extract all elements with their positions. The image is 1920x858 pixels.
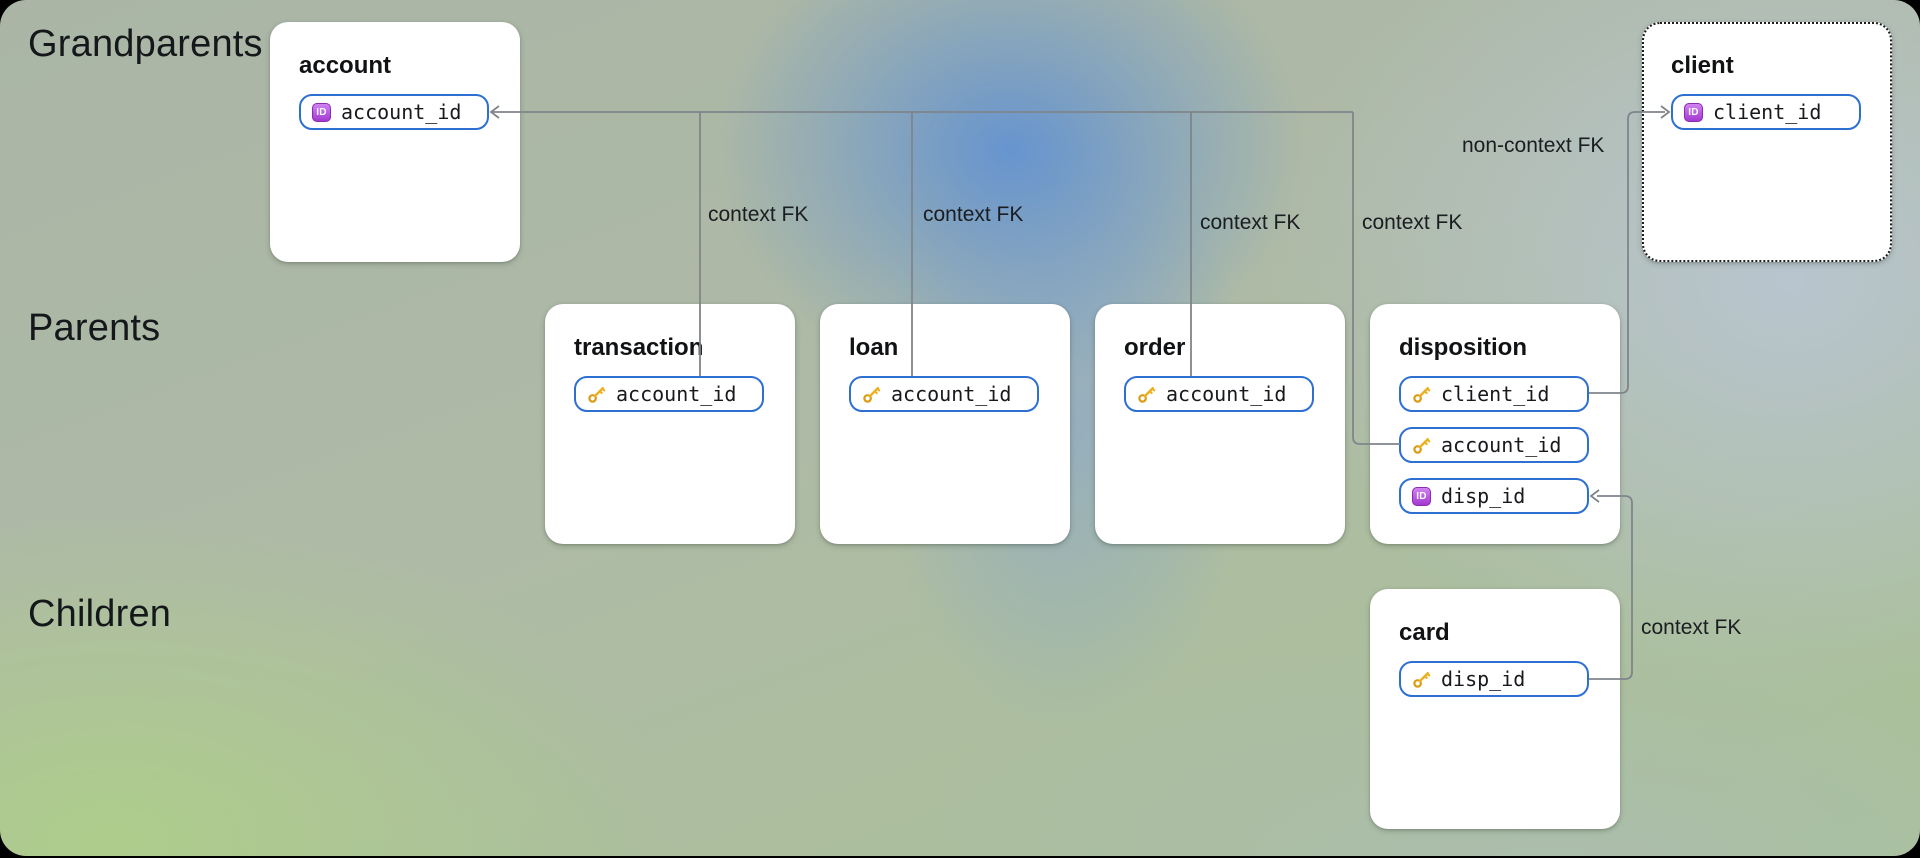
edge-label-context-fk-order: context FK [1200, 211, 1301, 234]
id-badge-icon: ID [1684, 102, 1703, 122]
edge-label-context-fk-loan: context FK [923, 203, 1024, 226]
field-name: account_id [616, 382, 737, 406]
table-title: disposition [1399, 334, 1527, 361]
id-badge-icon: ID [1412, 486, 1431, 506]
key-icon [1413, 437, 1431, 454]
key-icon [1413, 386, 1431, 403]
field-pill-account-id: account_id [1124, 376, 1314, 412]
field-name: disp_id [1441, 484, 1526, 508]
field-pill-disp-id: disp_id [1399, 661, 1589, 697]
table-title: transaction [574, 334, 704, 361]
field-name: client_id [1713, 100, 1822, 124]
field-pill-account-id: ID account_id [299, 94, 489, 130]
field-pill-client-id: client_id [1399, 376, 1589, 412]
table-title: loan [849, 334, 899, 361]
row-label-grandparents: Grandparents [28, 23, 263, 65]
edge-label-context-fk-disposition: context FK [1362, 211, 1463, 234]
field-name: account_id [341, 100, 462, 124]
row-label-parents: Parents [28, 307, 161, 349]
field-pill-client-id: ID client_id [1671, 94, 1861, 130]
key-icon [1138, 386, 1156, 403]
table-title: order [1124, 334, 1186, 361]
table-card-loan: loan account_id [820, 304, 1070, 544]
field-name: account_id [891, 382, 1012, 406]
edge-label-non-context-fk: non-context FK [1462, 134, 1605, 157]
table-card-account: account ID account_id [270, 22, 520, 262]
table-card-disposition: disposition client_id account_id ID disp… [1370, 304, 1620, 544]
key-icon [1413, 671, 1431, 688]
table-card-client: client ID client_id [1642, 22, 1892, 262]
field-name: account_id [1441, 433, 1562, 457]
field-name: disp_id [1441, 667, 1526, 691]
table-title: account [299, 52, 392, 79]
row-label-children: Children [28, 593, 172, 635]
field-pill-account-id: account_id [574, 376, 764, 412]
field-pill-account-id: account_id [1399, 427, 1589, 463]
table-title: card [1399, 619, 1450, 646]
field-name: client_id [1441, 382, 1550, 406]
edge-label-context-fk-card: context FK [1641, 616, 1742, 639]
key-icon [863, 386, 881, 403]
key-icon [588, 386, 606, 403]
field-pill-disp-id: ID disp_id [1399, 478, 1589, 514]
table-title: client [1671, 52, 1734, 79]
table-card-order: order account_id [1095, 304, 1345, 544]
id-badge-icon: ID [312, 102, 331, 122]
field-name: account_id [1166, 382, 1287, 406]
table-card-transaction: transaction account_id [545, 304, 795, 544]
field-pill-account-id: account_id [849, 376, 1039, 412]
table-card-card: card disp_id [1370, 589, 1620, 829]
edge-label-context-fk-transaction: context FK [708, 203, 809, 226]
